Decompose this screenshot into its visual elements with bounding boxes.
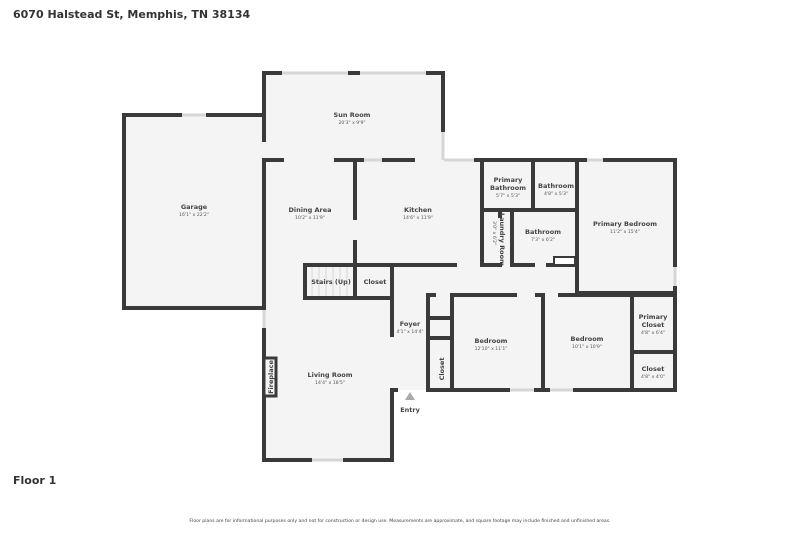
- fireplace-label: Fireplace: [267, 360, 275, 394]
- primary-bath-label-1: Primary: [494, 176, 524, 184]
- bathroom-1-label: Bathroom: [538, 182, 574, 190]
- primary-bedroom-dim: 11'2" x 15'4": [610, 229, 640, 235]
- closet-1-label: Closet: [364, 278, 387, 286]
- stairs-label: Stairs (Up): [311, 278, 351, 286]
- room-fills: [124, 73, 675, 460]
- kitchen-label: Kitchen: [404, 206, 432, 214]
- walls: [122, 71, 677, 462]
- bedroom-2-label: Bedroom: [571, 335, 604, 343]
- primary-closet-label-1: Primary: [639, 313, 669, 321]
- stairs: [311, 267, 348, 296]
- floor-label: Floor 1: [13, 474, 57, 487]
- closet-3-label: Closet: [642, 365, 665, 373]
- dining-label: Dining Area: [288, 206, 331, 214]
- fireplace: [262, 356, 278, 398]
- bathroom-2-dim: 7'3" x 6'2": [531, 237, 555, 243]
- bedroom-1-label: Bedroom: [475, 337, 508, 345]
- primary-closet-label-2: Closet: [642, 321, 665, 329]
- sun-room-label: Sun Room: [334, 111, 371, 119]
- dining-dim: 10'2" x 11'9": [295, 215, 325, 221]
- garage-label: Garage: [181, 203, 208, 211]
- sun-room-dim: 20'3" x 9'9": [338, 120, 365, 126]
- closet-3-dim: 4'8" x 4'0": [641, 374, 665, 380]
- bedroom-2-dim: 10'1" x 10'9": [572, 344, 602, 350]
- foyer-dim: 4'1" x 14'4": [396, 329, 423, 335]
- primary-bath-dim: 5'7" x 5'3": [496, 193, 520, 199]
- primary-bath-label-2: Bathroom: [490, 184, 526, 192]
- living-room-label: Living Room: [307, 371, 352, 379]
- kitchen-dim: 14'6" x 11'9": [403, 215, 433, 221]
- bathroom-2-label: Bathroom: [525, 228, 561, 236]
- garage-dim: 16'1" x 22'2": [179, 212, 209, 218]
- laundry-dim: 3'0" x 6'2": [491, 221, 497, 245]
- entry-label: Entry: [400, 406, 420, 414]
- living-room-dim: 14'4" x 18'5": [315, 380, 345, 386]
- closet-2-label: Closet: [438, 358, 446, 381]
- bathroom-1-dim: 4'8" x 5'3": [544, 191, 568, 197]
- entry-arrow-icon: [405, 392, 415, 400]
- disclaimer: Floor plans are for informational purpos…: [189, 519, 611, 524]
- bedroom-1-dim: 12'10" x 11'1": [475, 346, 508, 352]
- primary-closet-dim: 4'8" x 6'4": [641, 330, 665, 336]
- address-title: 6070 Halstead St, Memphis, TN 38134: [13, 8, 251, 21]
- primary-bedroom-label: Primary Bedroom: [593, 220, 657, 228]
- laundry-label: Laundry Room: [498, 213, 506, 266]
- foyer-label: Foyer: [400, 320, 421, 328]
